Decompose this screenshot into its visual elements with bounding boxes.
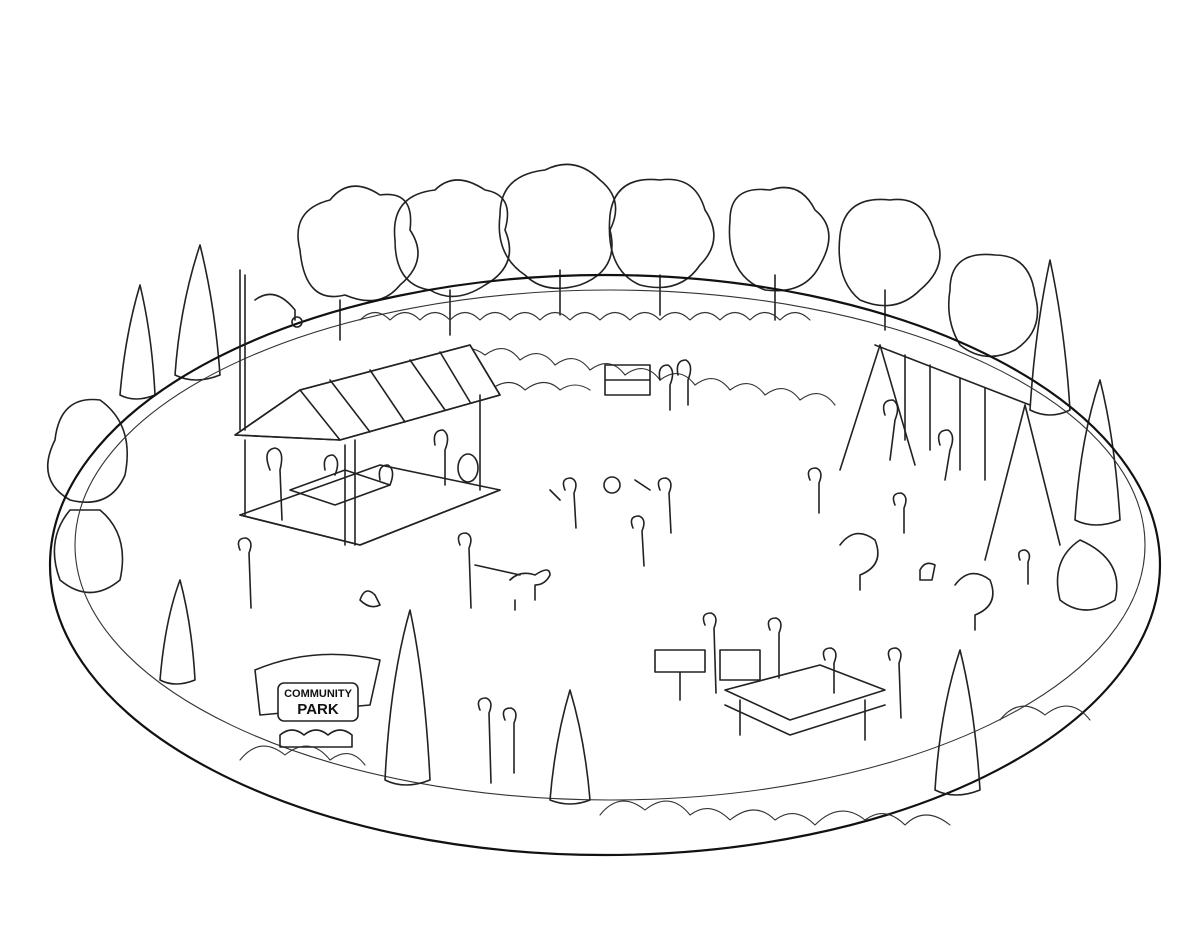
picnic-area	[654, 612, 902, 741]
cypress-trees-right	[1029, 259, 1121, 611]
picnic-pavilion	[234, 269, 501, 546]
back-trees	[297, 163, 1039, 358]
front-bushes	[239, 705, 1091, 826]
park-ground	[48, 273, 1162, 857]
lamp-post	[254, 293, 303, 328]
spring-riders	[839, 532, 994, 631]
swing-set	[839, 344, 1061, 561]
front-people	[477, 697, 517, 784]
back-bench	[604, 359, 692, 411]
sign-line-park: PARK	[297, 701, 339, 718]
sign-line-community: COMMUNITY	[284, 688, 352, 700]
front-trees	[159, 579, 981, 805]
people-on-lawn	[237, 467, 1031, 611]
park-sign: COMMUNITY PARK	[254, 653, 381, 748]
cypress-trees-left	[46, 244, 221, 594]
hedge-row	[359, 311, 836, 406]
